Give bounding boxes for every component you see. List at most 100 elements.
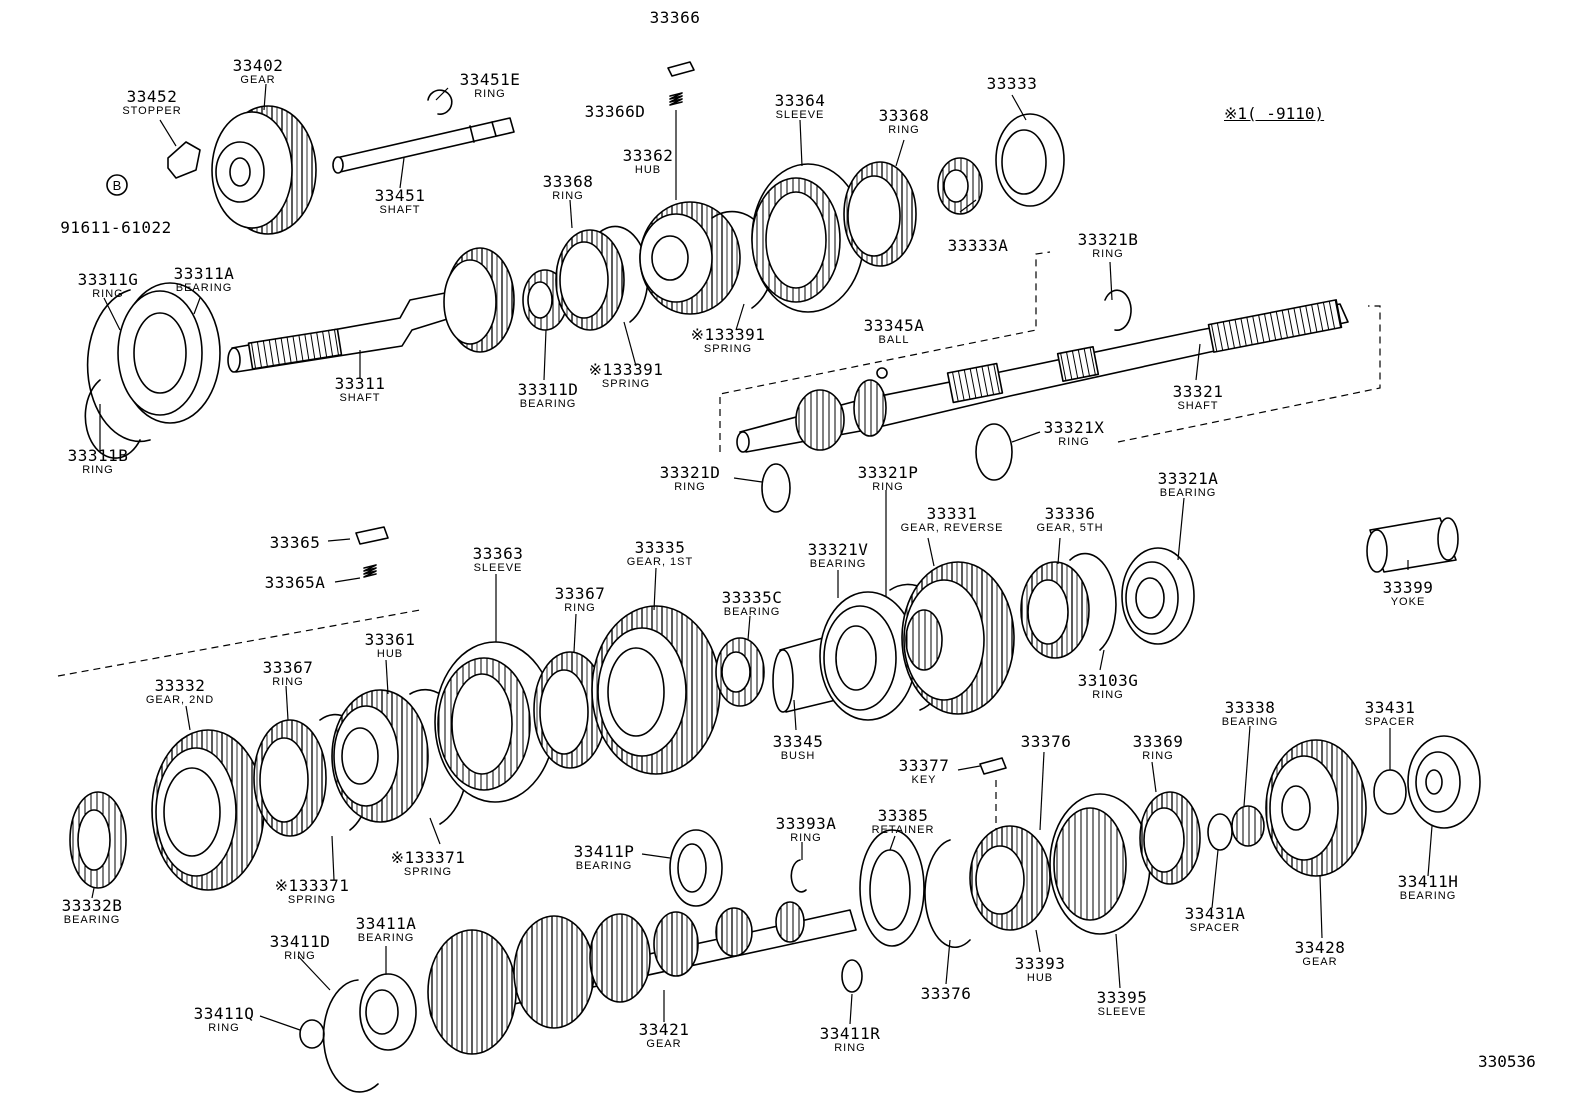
gear-33335 <box>591 605 721 775</box>
ring-33411Q <box>299 1019 325 1049</box>
key-33377 <box>979 757 1007 775</box>
needle-bearing-33333A <box>937 157 983 215</box>
ring-33321D <box>761 463 791 513</box>
ring-33321X <box>975 423 1013 481</box>
label-91611-61022: 91611-61022 <box>60 218 172 237</box>
ring-33321B <box>1104 289 1132 331</box>
gear-33402 <box>211 105 317 235</box>
gear-33336 <box>1020 561 1090 659</box>
sleeve-33363 <box>434 641 556 803</box>
label-33366: 33366 <box>649 8 701 27</box>
shaft-33421 <box>427 901 857 1055</box>
gear-33428 <box>1265 739 1367 877</box>
ball-33345A <box>876 367 888 379</box>
hub-33393 <box>969 825 1051 931</box>
bolt-letter: B <box>113 178 122 193</box>
ring-33411D <box>322 979 379 1093</box>
label-33365A: 33365A <box>264 573 326 592</box>
key-33365 <box>355 526 389 545</box>
shaft-33311 <box>227 247 515 373</box>
spacer-33431A <box>1207 813 1233 851</box>
ring-33411R <box>841 959 863 993</box>
key-33366 <box>667 61 695 77</box>
gear-33332 <box>151 729 265 891</box>
applicability-note: ※1( -9110) <box>1224 104 1325 123</box>
ring-33368-right <box>843 161 917 267</box>
label-33365: 33365 <box>269 533 321 552</box>
ring-33376 <box>924 839 971 949</box>
bearing-33332B <box>69 791 127 889</box>
ring-33368-left <box>555 229 625 331</box>
label-33333: 33333 <box>986 74 1038 93</box>
sleeve-33364 <box>751 163 865 313</box>
hub-33361 <box>331 689 429 823</box>
shaft-33321 <box>736 299 1349 453</box>
leader-lines <box>91 83 1433 1031</box>
bearing-33335C <box>715 637 765 707</box>
ring-33367-right <box>533 651 607 769</box>
gear-33331 <box>901 561 1015 715</box>
yoke-33399 <box>1366 517 1459 573</box>
bearing-33321V <box>819 591 917 721</box>
ring-33311B <box>84 379 141 459</box>
bearing-33321A <box>1121 547 1195 645</box>
ring-33367-left <box>253 719 327 837</box>
bearing-33411A <box>359 973 417 1051</box>
stopper-33452 <box>167 141 201 179</box>
shaft-33451 <box>332 117 515 174</box>
bearing-33338 <box>1231 805 1265 847</box>
label-33366D: 33366D <box>584 102 646 121</box>
ring-33451E <box>427 89 453 115</box>
spring-33366D <box>669 92 683 106</box>
label-33376-upper: 33376 <box>1020 732 1072 751</box>
spring-33365A <box>363 564 377 578</box>
ring-33311G <box>86 289 151 443</box>
